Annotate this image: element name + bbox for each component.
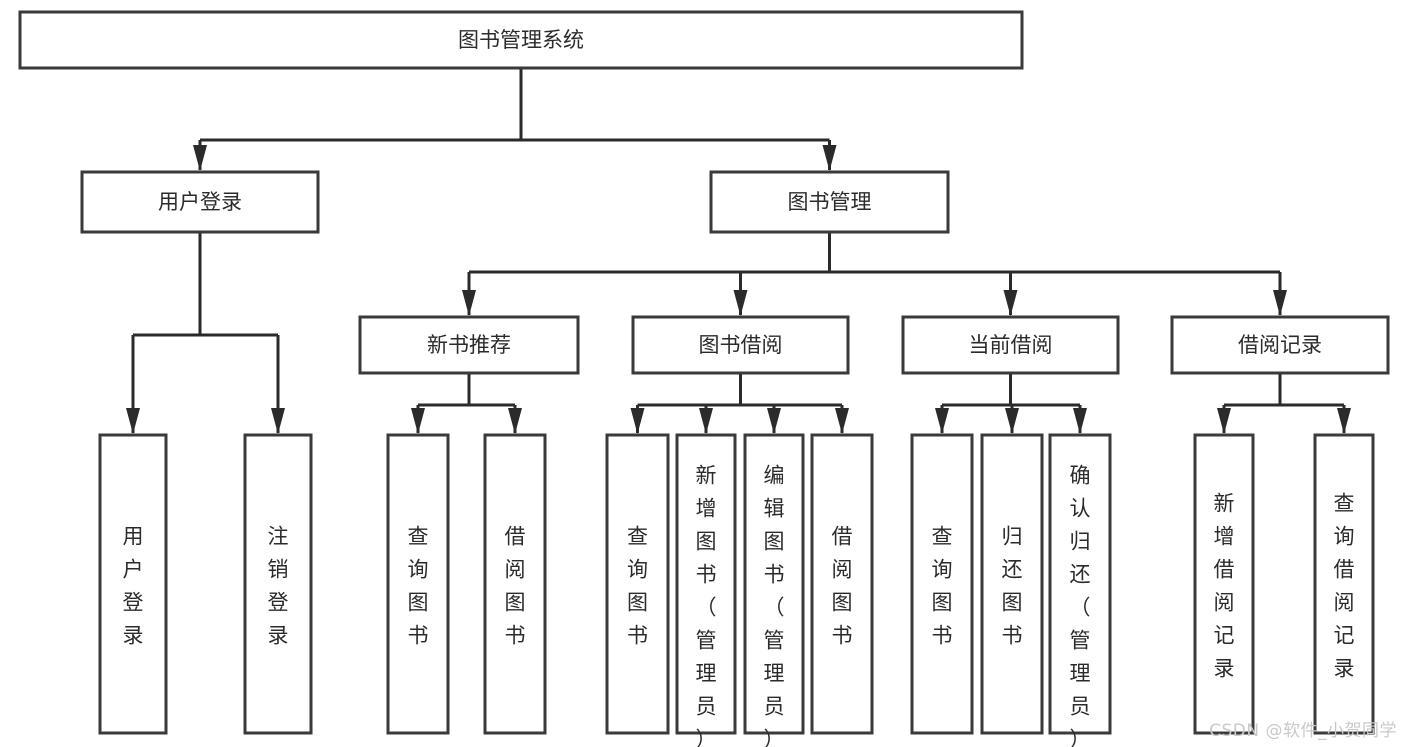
node-leaf-归还图书[interactable]: 归还图书 [980,433,1044,735]
node-label: 图书借阅 [699,333,783,357]
node-label: 查询图书 [932,525,953,648]
node-label: 图书管理系统 [458,28,584,52]
node-box[interactable] [743,433,805,735]
node-label: 归还图书 [1002,525,1023,648]
node-root-图书管理系统[interactable]: 图书管理系统 [18,10,1024,70]
node-label: 新书推荐 [427,333,511,357]
node-box[interactable] [386,433,450,735]
node-box[interactable] [901,315,1120,375]
node-box[interactable] [631,315,850,375]
arrow-head-icon [271,408,285,434]
node-label: 借阅图书 [505,525,526,648]
node-leaf-用户登录[interactable]: 用户登录 [98,433,168,735]
arrow-head-icon [935,408,949,434]
node-level3-新书推荐[interactable]: 新书推荐 [358,315,580,375]
arrow-head-icon [1217,408,1231,434]
node-label: 新增图书（管理员） [696,464,717,747]
node-label: 查询图书 [408,525,429,648]
node-box[interactable] [1193,433,1255,735]
node-leaf-借阅图书[interactable]: 借阅图书 [483,433,547,735]
node-box[interactable] [18,10,1024,70]
node-label: 编辑图书（管理员） [764,464,785,747]
arrow-head-icon [462,290,476,316]
arrow-head-icon [835,408,849,434]
node-box[interactable] [80,170,320,234]
node-label: 借阅记录 [1238,333,1322,357]
node-box[interactable] [1170,315,1390,375]
node-leaf-编辑图书（管理员）[interactable]: 编辑图书（管理员） [743,433,805,747]
node-label: 当前借阅 [969,333,1053,357]
node-level3-借阅记录[interactable]: 借阅记录 [1170,315,1390,375]
node-box[interactable] [810,433,874,735]
node-leaf-查询借阅记录[interactable]: 查询借阅记录 [1313,433,1375,735]
node-level2-用户登录[interactable]: 用户登录 [80,170,320,234]
node-label: 注销登录 [268,525,289,648]
node-box[interactable] [910,433,974,735]
node-leaf-新增图书（管理员）[interactable]: 新增图书（管理员） [675,433,737,747]
node-box[interactable] [98,433,168,735]
node-label: 确认归还（管理员） [1070,464,1091,747]
arrow-head-icon [126,408,140,434]
arrow-head-icon [767,408,781,434]
arrow-head-icon [508,408,522,434]
node-level3-图书借阅[interactable]: 图书借阅 [631,315,850,375]
node-leaf-查询图书[interactable]: 查询图书 [386,433,450,735]
arrow-head-icon [699,408,713,434]
connector-layer [126,68,1351,434]
node-box[interactable] [605,433,670,735]
node-box[interactable] [709,170,950,234]
node-label: 查询借阅记录 [1334,492,1355,681]
arrow-head-icon [1337,408,1351,434]
node-label: 借阅图书 [832,525,853,648]
arrow-head-icon [733,290,748,316]
node-leaf-查询图书[interactable]: 查询图书 [910,433,974,735]
node-box[interactable] [675,433,737,735]
arrow-head-icon [1005,408,1019,434]
node-label: 查询图书 [627,525,648,648]
node-box[interactable] [980,433,1044,735]
node-level2-图书管理[interactable]: 图书管理 [709,170,950,234]
arrow-head-icon [193,145,207,171]
node-label: 新增借阅记录 [1214,492,1235,681]
arrow-head-icon [1003,290,1018,316]
node-label: 图书管理 [788,190,872,214]
arrow-head-icon [411,408,425,434]
node-leaf-注销登录[interactable]: 注销登录 [243,433,313,735]
node-leaf-确认归还（管理员）[interactable]: 确认归还（管理员） [1048,433,1112,747]
node-box[interactable] [358,315,580,375]
node-label: 用户登录 [123,525,144,648]
arrow-head-icon [1073,408,1087,434]
node-box[interactable] [483,433,547,735]
node-box[interactable] [1313,433,1375,735]
node-leaf-新增借阅记录[interactable]: 新增借阅记录 [1193,433,1255,735]
node-level3-当前借阅[interactable]: 当前借阅 [901,315,1120,375]
node-box[interactable] [1048,433,1112,735]
node-box[interactable] [243,433,313,735]
arrow-head-icon [630,408,645,434]
arrow-head-icon [822,145,837,171]
node-leaf-借阅图书[interactable]: 借阅图书 [810,433,874,735]
node-label: 用户登录 [158,190,242,214]
arrow-head-icon [1273,290,1287,316]
node-leaf-查询图书[interactable]: 查询图书 [605,433,670,735]
